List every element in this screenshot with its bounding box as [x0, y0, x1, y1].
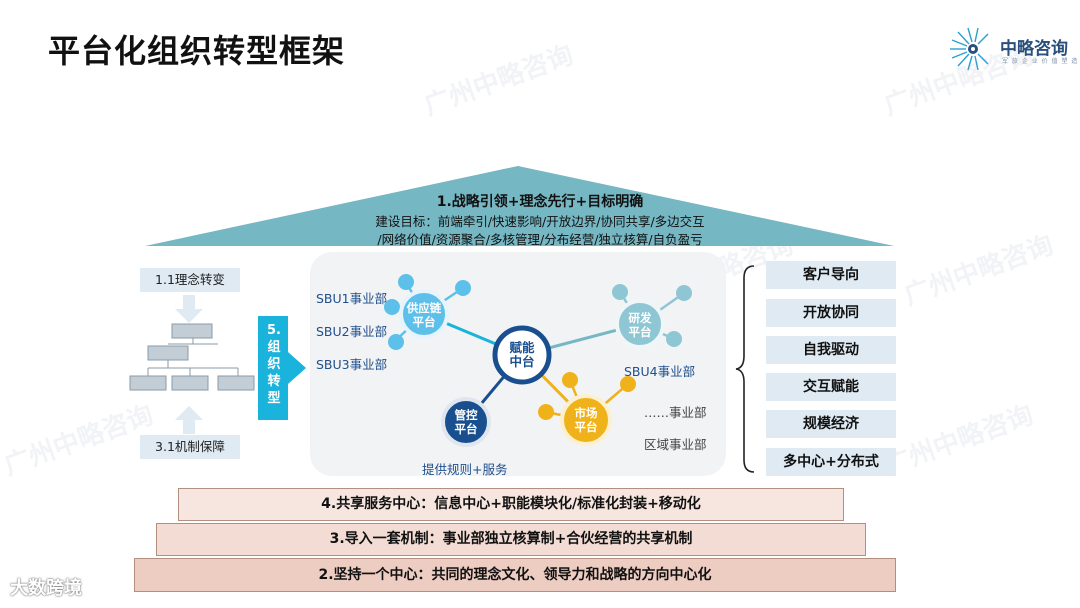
right-item-2: 开放协同 — [766, 299, 896, 327]
right-item-4: 交互赋能 — [766, 373, 896, 401]
rd-platform: 研发 平台 — [628, 311, 652, 339]
transformation-label: 5. 组 织 转 型 — [267, 323, 281, 406]
brand-watermark: 大数跨境 — [10, 578, 82, 599]
sbu3-label: SBU3事业部 — [316, 357, 388, 372]
roof-goal-line1: 建设目标：前端牵引/快速影响/开放边界/协同共享/多边交互 — [375, 214, 705, 229]
right-item-3: 自我驱动 — [766, 336, 896, 364]
transformation-arrow — [258, 316, 306, 420]
market-platform: 市场 平台 — [574, 406, 598, 434]
supply-chain-platform: 供应链 平台 — [406, 301, 442, 329]
logo-tagline: 军 旅 企 业 价 值 塑 造 — [1002, 58, 1079, 65]
right-item-6: 多中心+分布式 — [766, 448, 896, 476]
roof-triangle — [145, 166, 894, 246]
right-item-5: 规模经济 — [766, 410, 896, 438]
foundation-step-4: 4.共享服务中心：信息中心+职能模块化/标准化封装+移动化 — [178, 488, 844, 521]
more-divisions-label: ……事业部 — [644, 405, 707, 420]
roof-goal-line2: /网络价值/资源聚合/多核管理/分布经营/独立核算/自负盈亏 — [377, 232, 703, 247]
arrow-down-icon — [175, 295, 203, 323]
foundation-step-3: 3.导入一套机制：事业部独立核算制+合伙经营的共享机制 — [156, 523, 866, 556]
roof-title: 1.战略引领+理念先行+目标明确 — [436, 194, 644, 210]
arrow-up-icon — [175, 406, 203, 434]
control-platform: 管控 平台 — [454, 408, 478, 436]
sbu4-label: SBU4事业部 — [624, 364, 696, 379]
logo-icon — [950, 27, 989, 71]
logo-name: 中略咨询 — [1000, 39, 1068, 59]
brace — [735, 265, 755, 473]
rules-services-label: 提供规则+服务 — [422, 462, 508, 477]
sbu1-label: SBU1事业部 — [316, 291, 388, 306]
regional-division-label: 区域事业部 — [644, 437, 707, 452]
watermark: 广州中略咨询 — [880, 400, 1038, 482]
org-chart-icon — [129, 323, 255, 391]
empowerment-middle-platform: 赋能 中台 — [509, 340, 535, 369]
mechanism-box: 3.1机制保障 — [140, 435, 240, 459]
sbu2-label: SBU2事业部 — [316, 324, 388, 339]
watermark: 广州中略咨询 — [0, 400, 158, 482]
ecosystem-diagram — [384, 274, 692, 447]
page-title: 平台化组织转型框架 — [48, 32, 346, 70]
right-item-1: 客户导向 — [766, 261, 896, 289]
foundation-step-2: 2.坚持一个中心：共同的理念文化、领导力和战略的方向中心化 — [134, 558, 896, 592]
concept-change-box: 1.1理念转变 — [140, 268, 240, 292]
